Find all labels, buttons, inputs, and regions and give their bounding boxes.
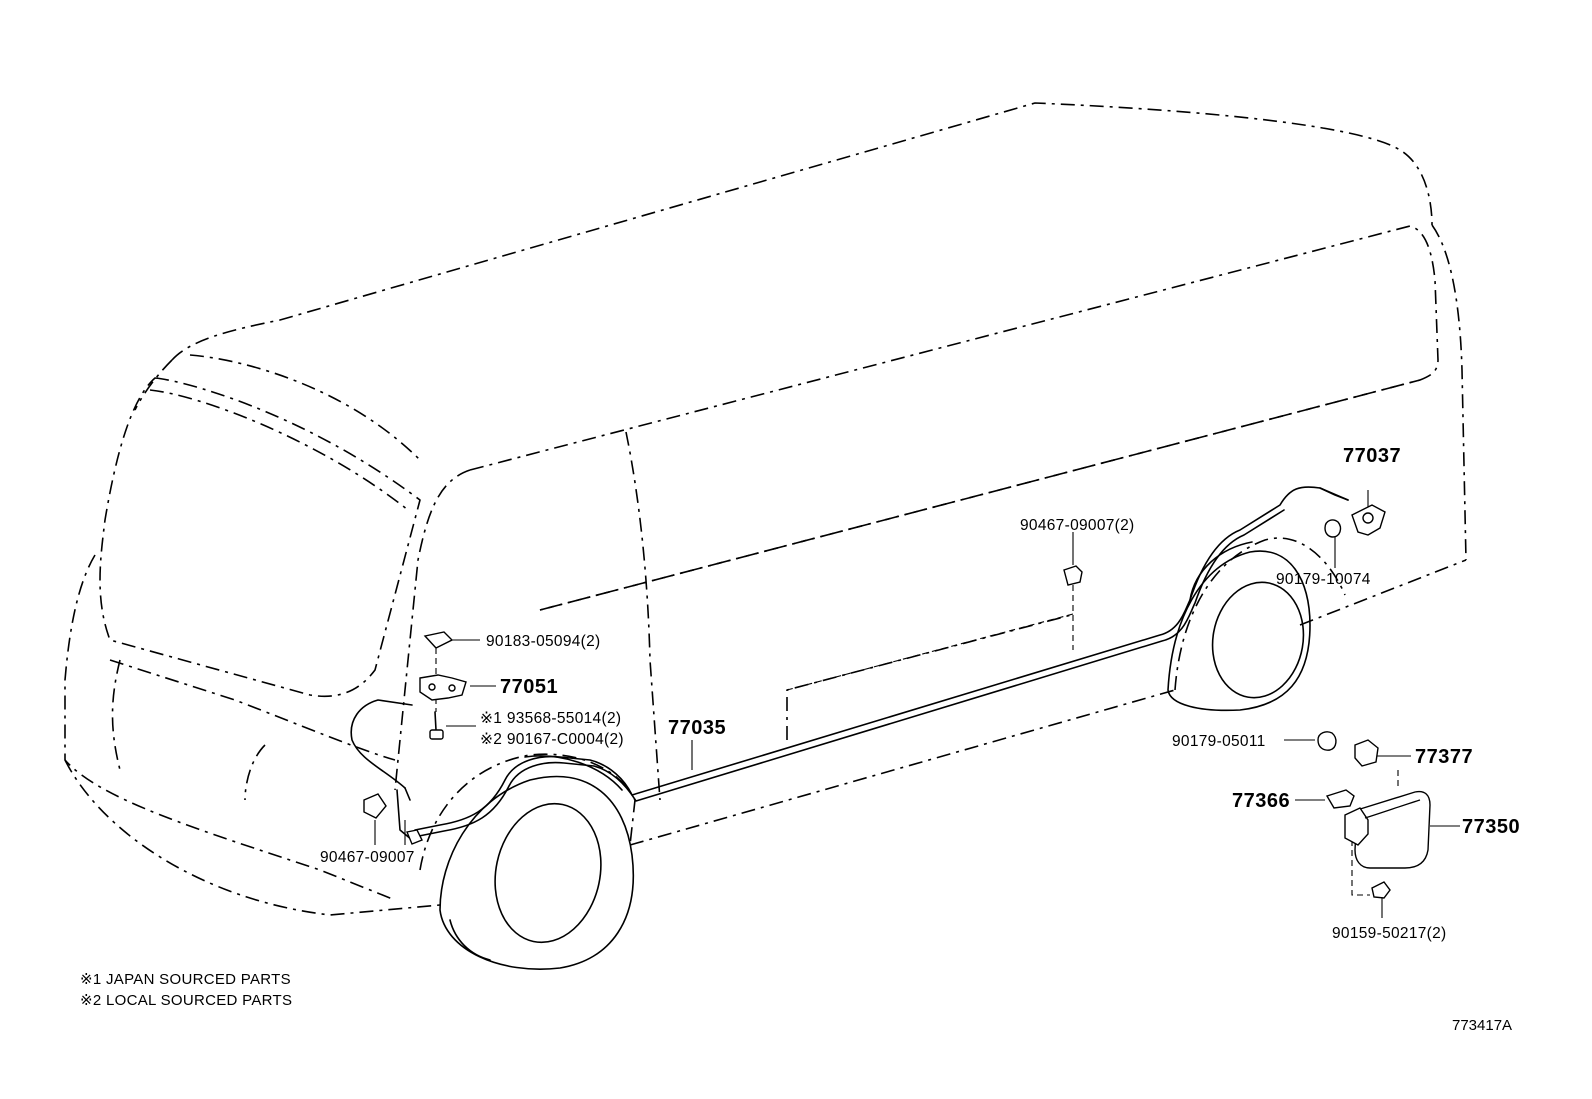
part-77366-shape bbox=[1325, 789, 1355, 809]
label-90467-09007-2: 90467-09007(2) bbox=[1020, 517, 1135, 534]
part-bolt-shape bbox=[429, 711, 444, 740]
label-90159-50217-2: 90159-50217(2) bbox=[1332, 925, 1447, 942]
van-body-outline bbox=[64, 102, 1467, 916]
part-77051-shape bbox=[419, 674, 467, 701]
part-90159-50217-shape bbox=[1371, 881, 1391, 899]
diagram-code: 773417A bbox=[1452, 1017, 1512, 1034]
label-77037: 77037 bbox=[1343, 445, 1401, 467]
part-90467-09007-clip-shape bbox=[1063, 565, 1083, 586]
part-77377-shape bbox=[1354, 739, 1379, 767]
label-90179-05011: 90179-05011 bbox=[1172, 733, 1266, 750]
label-90467-09007: 90467-09007 bbox=[320, 849, 415, 866]
label-77350: 77350 bbox=[1462, 816, 1520, 838]
rear-wheel bbox=[1167, 541, 1311, 712]
label-90179-10074: 90179-10074 bbox=[1276, 571, 1371, 588]
label-77035: 77035 bbox=[668, 717, 726, 739]
part-90179-10074-shape bbox=[1324, 519, 1342, 538]
part-77037-shape bbox=[1319, 487, 1386, 536]
cable-77035 bbox=[350, 486, 1349, 841]
part-90467-09007-lower-shape bbox=[363, 793, 423, 845]
label-77051: 77051 bbox=[500, 676, 558, 698]
label-90183-05094-2: 90183-05094(2) bbox=[486, 633, 601, 650]
label-93568-55014-2: ※1 93568-55014(2) bbox=[480, 710, 621, 727]
front-wheel bbox=[439, 755, 634, 970]
note-japan-sourced: ※1 JAPAN SOURCED PARTS bbox=[80, 971, 291, 988]
note-local-sourced: ※2 LOCAL SOURCED PARTS bbox=[80, 992, 292, 1009]
leader-lines bbox=[374, 490, 1460, 918]
part-90183-05094-shape bbox=[423, 631, 454, 649]
label-90167-C0004-2: ※2 90167-C0004(2) bbox=[480, 731, 624, 748]
label-77377: 77377 bbox=[1415, 746, 1473, 768]
part-90179-05011-shape bbox=[1317, 731, 1337, 751]
label-77366: 77366 bbox=[1232, 790, 1290, 812]
part-77350-fuel-lid-shape bbox=[1344, 790, 1431, 869]
